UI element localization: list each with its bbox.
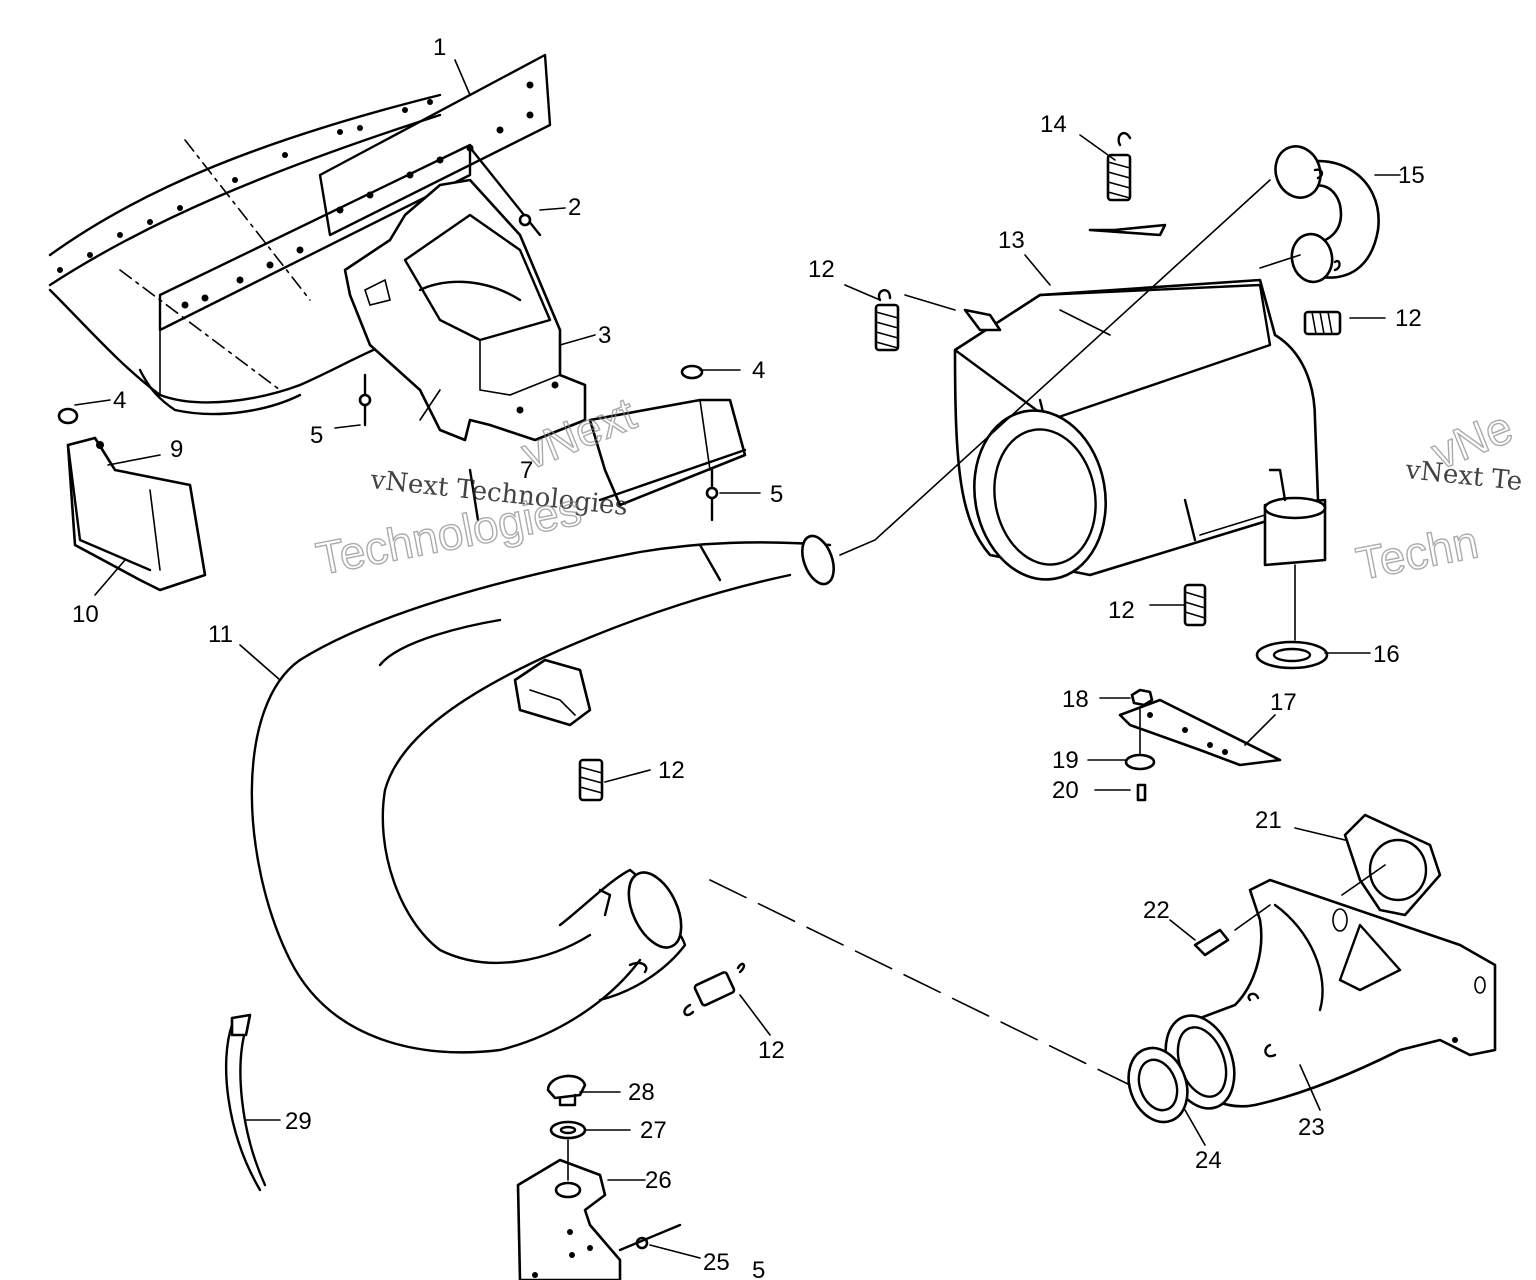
watermark-word2-right: Techn xyxy=(1352,515,1482,589)
callout-29: 29 xyxy=(285,1108,312,1135)
callout-5-bottom: 5 xyxy=(752,1257,765,1280)
part-18-nut xyxy=(1130,688,1154,707)
part-29-strap xyxy=(224,1013,267,1192)
part-21-manifold-gasket xyxy=(1343,813,1442,917)
callout-20: 20 xyxy=(1052,777,1079,804)
callout-2: 2 xyxy=(568,194,581,221)
callout-25: 25 xyxy=(703,1249,730,1276)
callout-24: 24 xyxy=(1195,1147,1222,1174)
part-15-u-pipe xyxy=(1274,145,1380,284)
spring-12-bottom xyxy=(683,962,746,1017)
callout-23: 23 xyxy=(1298,1114,1325,1141)
springs xyxy=(578,131,1342,1017)
part-26-bracket xyxy=(516,1158,622,1280)
part-28-grommet xyxy=(546,1074,587,1107)
callout-10: 10 xyxy=(72,601,99,628)
callout-4-left: 4 xyxy=(113,387,126,414)
callout-12-center: 12 xyxy=(658,757,685,784)
callout-5-left: 5 xyxy=(310,422,323,449)
callout-7: 7 xyxy=(520,457,533,484)
callout-3: 3 xyxy=(598,322,611,349)
callout-12-bottom: 12 xyxy=(758,1037,785,1064)
leader-lines xyxy=(74,59,1401,1259)
part-7-deflector xyxy=(588,398,747,507)
spring-12-right xyxy=(1303,310,1342,336)
part-23-manifold xyxy=(1164,878,1497,1110)
callout-14: 14 xyxy=(1040,111,1067,138)
callout-5-right: 5 xyxy=(770,481,783,508)
callout-27: 27 xyxy=(640,1117,667,1144)
callout-16: 16 xyxy=(1373,641,1400,668)
callout-17: 17 xyxy=(1270,689,1297,716)
spring-12-center xyxy=(578,758,604,802)
callout-12-lower-right: 12 xyxy=(1108,597,1135,624)
callout-12-right: 12 xyxy=(1395,305,1422,332)
assembly-lines xyxy=(567,179,1386,1181)
part-19-washer xyxy=(1124,753,1156,771)
callout-12-upper-left: 12 xyxy=(808,256,835,283)
callout-19: 19 xyxy=(1052,747,1079,774)
part-22-bolt xyxy=(1193,928,1230,957)
callout-1: 1 xyxy=(433,34,446,61)
part-27-washer xyxy=(549,1120,587,1140)
callout-28: 28 xyxy=(628,1079,655,1106)
spring-12-lower-right xyxy=(1183,583,1207,627)
part-24-coupler xyxy=(1127,1046,1189,1124)
fasteners xyxy=(57,148,719,522)
callout-15: 15 xyxy=(1398,162,1425,189)
part-11-exhaust-pipe xyxy=(250,534,835,1054)
part-3-mount-bracket xyxy=(343,178,587,442)
spring-14 xyxy=(1106,131,1132,202)
callout-9: 9 xyxy=(170,436,183,463)
part-16-gasket xyxy=(1255,640,1329,670)
callout-21: 21 xyxy=(1255,807,1282,834)
callout-4-right: 4 xyxy=(752,357,765,384)
part-13-silencer xyxy=(953,223,1327,581)
callout-26: 26 xyxy=(645,1167,672,1194)
part-17-plate xyxy=(1118,698,1282,767)
spring-12-upper-left xyxy=(874,289,900,352)
part-10-heat-shield xyxy=(66,436,207,592)
callout-11: 11 xyxy=(208,621,233,648)
part-25-screw xyxy=(618,1223,682,1252)
part-20-bolt xyxy=(1136,783,1147,802)
callout-22: 22 xyxy=(1143,897,1170,924)
callouts: 1 2 3 4 4 5 5 5 7 9 10 11 12 12 12 12 12… xyxy=(72,34,1425,1280)
callout-18: 18 xyxy=(1062,686,1089,713)
callout-13: 13 xyxy=(998,227,1025,254)
